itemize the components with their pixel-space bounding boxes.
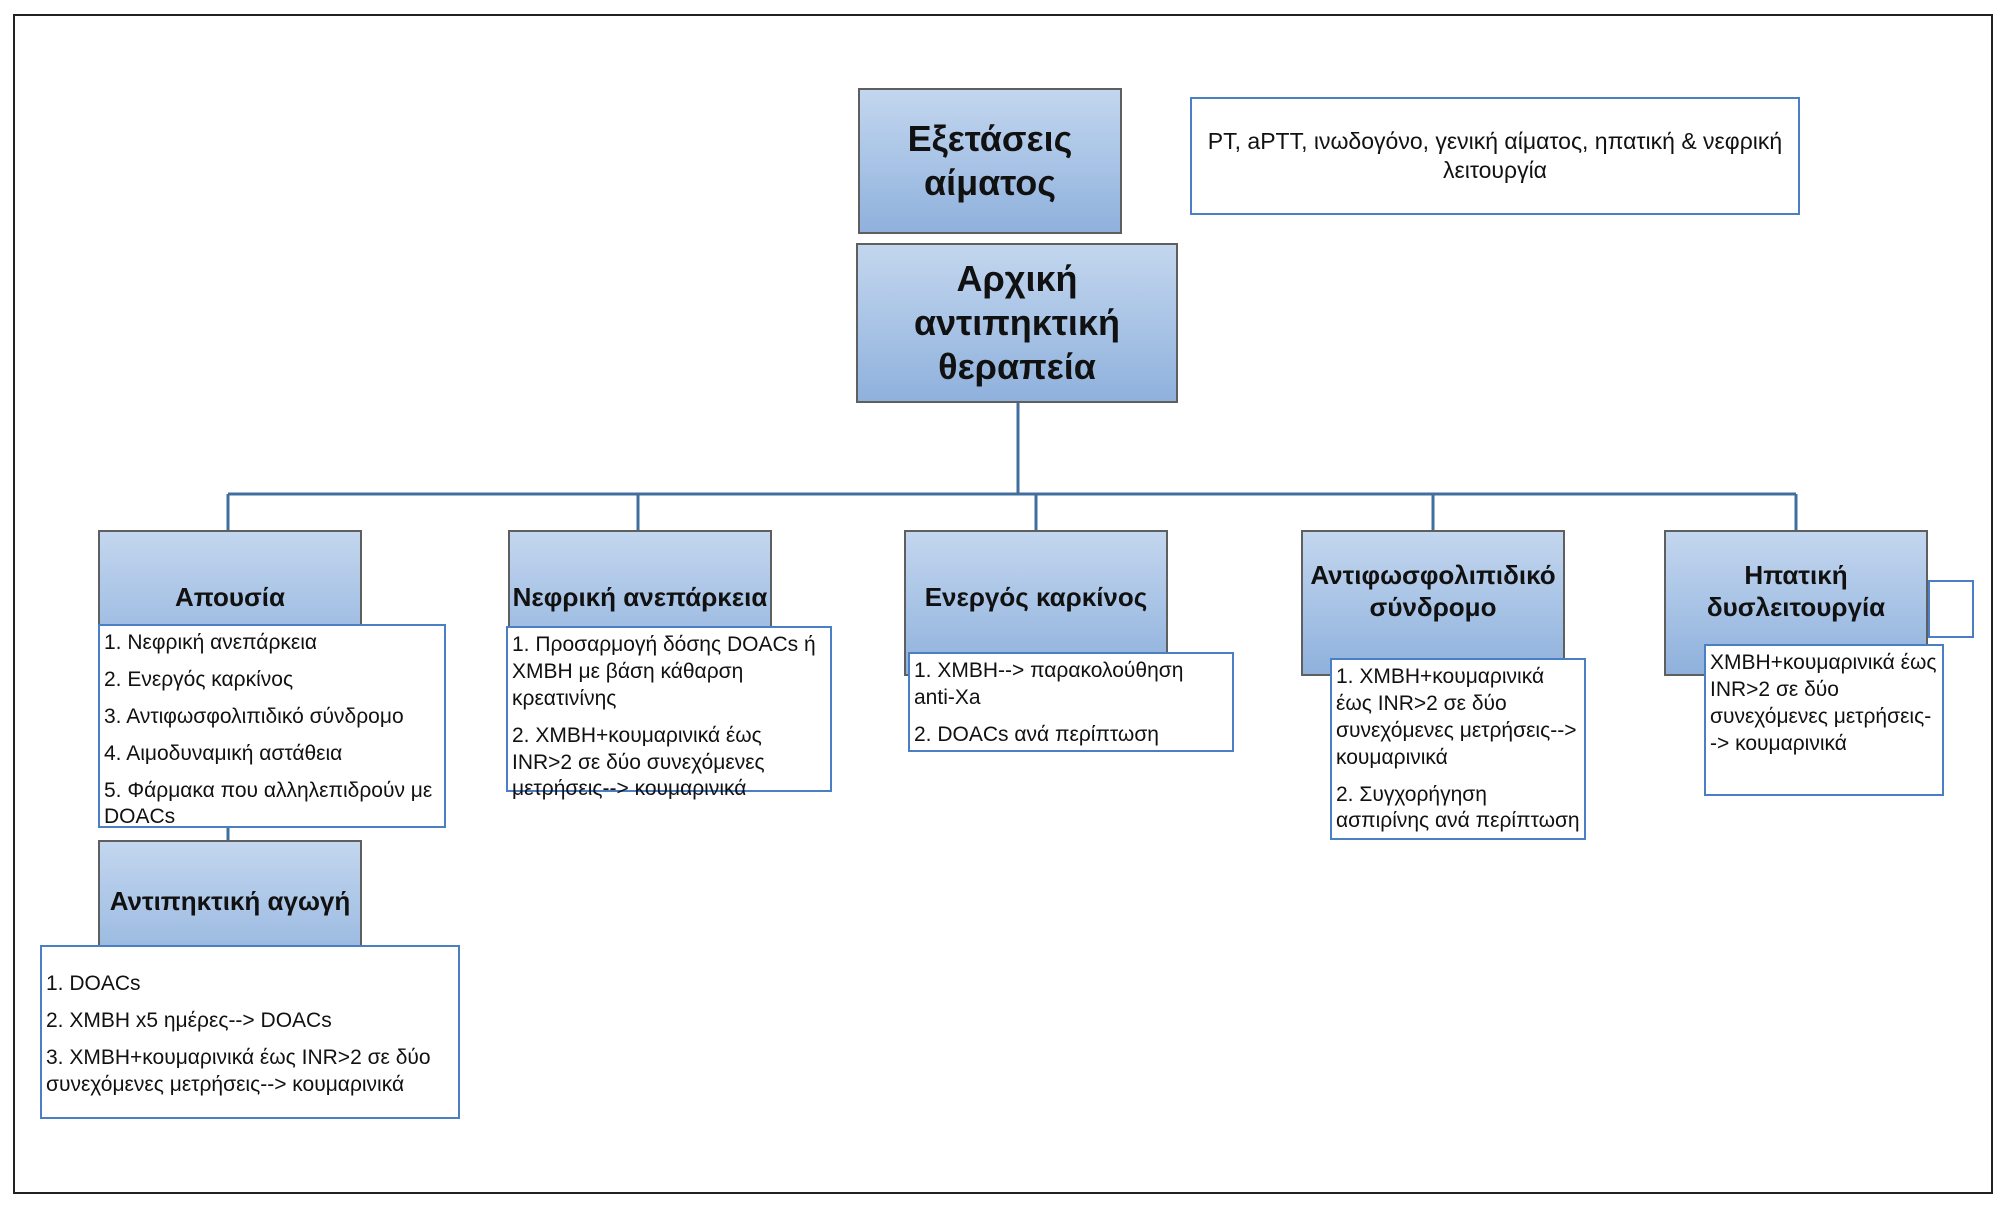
list-active-cancer: 1. ΧΜΒΗ--> παρακολούθηση anti-Xa 2. DOAC… [908, 652, 1234, 752]
node-anticoagulant-therapy-label: Αντιπηκτική αγωγή [109, 886, 351, 916]
list-item: 1. Νεφρική ανεπάρκεια [104, 631, 318, 654]
list-item: ΧΜΒΗ+κουμαρινικά έως INR>2 σε δύο συνεχό… [1710, 651, 1937, 755]
node-blood-tests-label: Εξετάσεις αίματος [907, 118, 1073, 203]
diagram-frame [13, 14, 1993, 1194]
node-initial-anticoagulation-label: Αρχική αντιπηκτική θεραπεία [914, 258, 1120, 387]
list-item: 1. Προσαρμογή δόσης DOACs ή ΧΜΒΗ με βάση… [512, 633, 816, 710]
node-branch-active-cancer: Ενεργός καρκίνος [904, 530, 1168, 676]
list-item: 1. ΧΜΒΗ--> παρακολούθηση anti-Xa [914, 659, 1184, 709]
list-item: 3. ΧΜΒΗ+κουμαρινικά έως INR>2 σε δύο συν… [46, 1045, 431, 1096]
list-item: 4. Αιμοδυναμική αστάθεια [104, 741, 343, 765]
list-anticoagulant-therapy: 1. DOACs 2. ΧΜΒΗ x5 ημέρες--> DOACs 3. Χ… [40, 945, 460, 1119]
node-branch-hepatic-dysfunction-label: Ηπατική δυσλειτουργία [1706, 560, 1886, 622]
list-item: 1. DOACs [46, 972, 141, 995]
node-branch-antiphospholipid-label: Αντιφωσφολιπιδικό σύνδρομο [1310, 560, 1556, 622]
list-item: 2. ΧΜΒΗ x5 ημέρες--> DOACs [46, 1008, 332, 1032]
node-blood-tests: Εξετάσεις αίματος [858, 88, 1122, 234]
list-item: 1. ΧΜΒΗ+κουμαρινικά έως INR>2 σε δύο συν… [1336, 665, 1577, 769]
node-branch-renal-failure-label: Νεφρική ανεπάρκεια [512, 582, 768, 612]
note-blood-tests: PT, aPTT, ινωδογόνο, γενική αίματος, ηπα… [1190, 97, 1800, 215]
empty-side-box [1928, 580, 1974, 638]
list-item: 2. Ενεργός καρκίνος [104, 667, 294, 691]
note-blood-tests-text: PT, aPTT, ινωδογόνο, γενική αίματος, ηπα… [1207, 127, 1783, 183]
list-item: 2. ΧΜΒΗ+κουμαρινικά έως INR>2 σε δύο συν… [512, 723, 765, 801]
list-renal-failure: 1. Προσαρμογή δόσης DOACs ή ΧΜΒΗ με βάση… [506, 626, 832, 800]
list-hepatic-dysfunction: ΧΜΒΗ+κουμαρινικά έως INR>2 σε δύο συνεχό… [1704, 644, 1944, 796]
list-item: 5. Φάρμακα που αλληλεπιδρούν με DOACs [104, 778, 433, 829]
node-branch-absence-label: Απουσία [175, 582, 285, 612]
list-absence: 1. Νεφρική ανεπάρκεια 2. Ενεργός καρκίνο… [98, 624, 446, 828]
node-initial-anticoagulation: Αρχική αντιπηκτική θεραπεία [856, 243, 1178, 403]
list-item: 3. Αντιφωσφολιπιδικό σύνδρομο [104, 704, 404, 728]
list-item: 2. DOACs ανά περίπτωση [914, 722, 1159, 746]
list-antiphospholipid: 1. ΧΜΒΗ+κουμαρινικά έως INR>2 σε δύο συν… [1330, 658, 1586, 840]
node-branch-antiphospholipid: Αντιφωσφολιπιδικό σύνδρομο [1301, 530, 1565, 676]
node-branch-active-cancer-label: Ενεργός καρκίνος [924, 582, 1148, 612]
list-item: 2. Συγχορήγηση ασπιρίνης ανά περίπτωση [1336, 782, 1580, 833]
